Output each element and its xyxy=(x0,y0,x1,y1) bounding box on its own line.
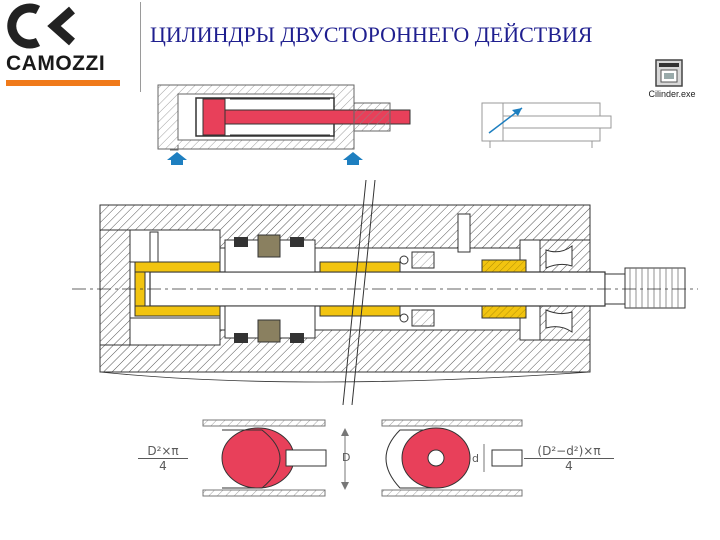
exe-file-label[interactable]: Cilinder.exe xyxy=(648,89,696,99)
formula-annular-denominator: 4 xyxy=(565,459,573,473)
rod-thread xyxy=(624,267,686,309)
exe-file-icon[interactable] xyxy=(655,59,683,87)
camozzi-logo: CAMOZZI xyxy=(2,2,124,92)
rod-guide-bottom xyxy=(481,305,527,319)
cylinder-cross-section xyxy=(72,179,698,406)
rod-guide-top xyxy=(481,259,527,273)
header-divider xyxy=(140,2,141,92)
rod-hole xyxy=(427,449,445,467)
formula-full-denominator: 4 xyxy=(159,459,167,473)
camozzi-mark-icon xyxy=(7,3,75,49)
rod-sleeve-bottom xyxy=(319,305,401,317)
rod-sleeve-top xyxy=(319,261,401,273)
formula-full-numerator: D²×π xyxy=(138,444,188,459)
cylinder-symbol xyxy=(481,102,612,148)
left-bushing-top xyxy=(134,261,221,273)
formula-annular-area: (D²−d²)×π 4 xyxy=(524,444,614,473)
dim-label-rod: d xyxy=(472,452,479,465)
logo-wordmark: CAMOZZI xyxy=(6,52,106,75)
logo-accent-bar xyxy=(6,80,120,86)
formula-full-area: D²×π 4 xyxy=(138,444,188,473)
piston-area-full xyxy=(202,419,349,497)
formula-annular-numerator: (D²−d²)×π xyxy=(524,444,614,459)
piston-seal-bottom xyxy=(257,319,281,343)
flow-arrow-icon xyxy=(512,108,522,116)
mini-cylinder-section xyxy=(157,84,411,165)
dim-label-bore: D xyxy=(342,451,351,464)
port-arrow-left-icon xyxy=(167,152,187,160)
piston-face-full xyxy=(221,427,295,489)
left-bushing-bottom xyxy=(134,305,221,317)
piston-seal-top xyxy=(257,234,281,258)
port-arrow-right-icon xyxy=(343,152,363,160)
piston-area-annular xyxy=(381,419,523,497)
mini-piston xyxy=(202,98,226,136)
page-title: ЦИЛИНДРЫ ДВУСТОРОННЕГО ДЕЙСТВИЯ xyxy=(150,22,593,47)
